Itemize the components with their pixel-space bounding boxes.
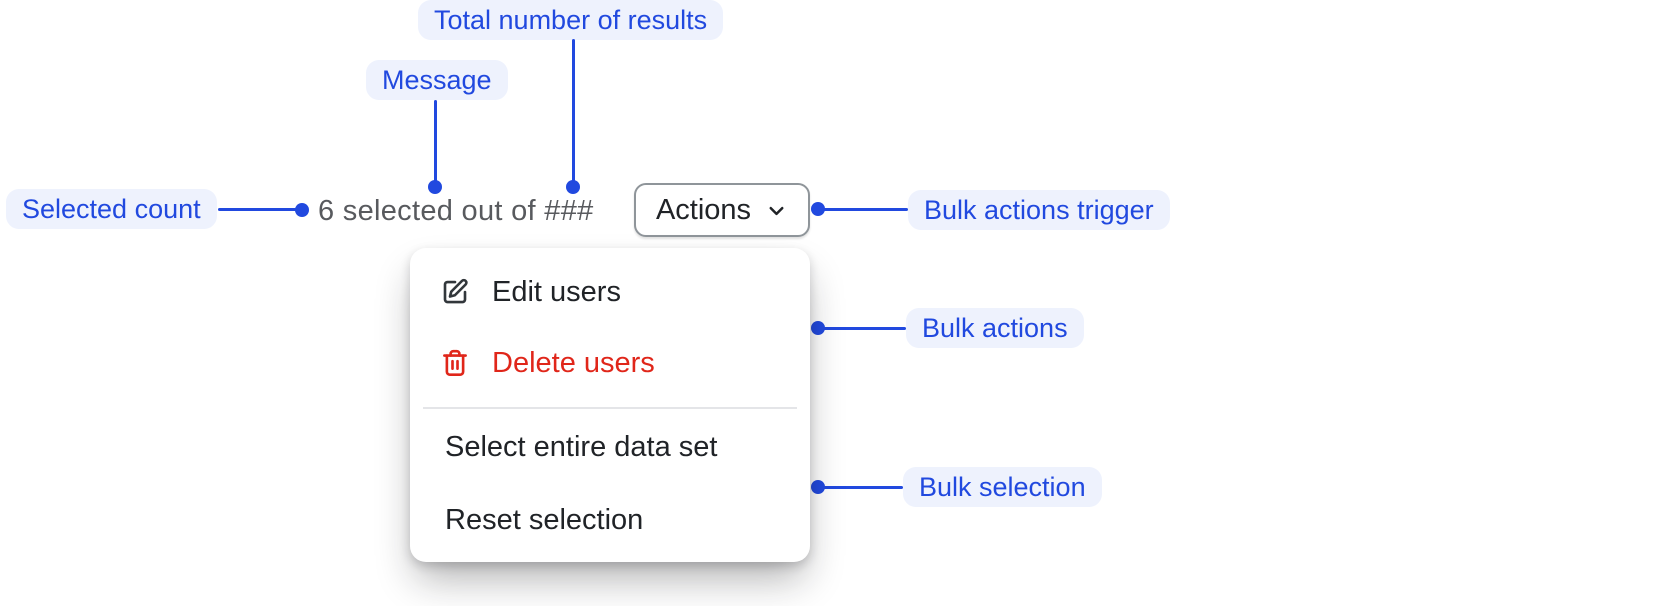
edit-icon bbox=[443, 278, 468, 304]
connector-dot-bulk-actions-trigger bbox=[811, 202, 825, 216]
bulk-actions-trigger-button[interactable]: Actions bbox=[634, 183, 810, 237]
menu-item-label: Edit users bbox=[492, 275, 621, 308]
connector-dot-selected-count bbox=[295, 203, 309, 217]
annotation-label-message: Message bbox=[366, 60, 508, 100]
selection-count-message: 6 selected out of ### bbox=[318, 195, 594, 227]
menu-item-label: Delete users bbox=[492, 346, 655, 379]
connector-line-selected-count bbox=[218, 208, 302, 211]
annotation-label-bulk-selection: Bulk selection bbox=[903, 467, 1102, 507]
menu-item-select-entire-data-set[interactable]: Select entire data set bbox=[410, 417, 810, 477]
connector-line-bulk-actions bbox=[818, 327, 906, 330]
chevron-down-icon bbox=[769, 206, 784, 215]
trash-icon bbox=[443, 349, 467, 376]
connector-dot-bulk-actions bbox=[811, 321, 825, 335]
connector-dot-message bbox=[428, 180, 442, 194]
connector-dot-total-results bbox=[566, 180, 580, 194]
menu-item-label: Reset selection bbox=[445, 503, 644, 536]
menu-item-label: Select entire data set bbox=[445, 430, 718, 463]
bulk-actions-popover: Edit users Delete users Select entire da… bbox=[410, 248, 810, 562]
annotation-label-bulk-actions-trigger: Bulk actions trigger bbox=[908, 190, 1170, 230]
menu-item-reset-selection[interactable]: Reset selection bbox=[410, 490, 810, 550]
connector-line-bulk-actions-trigger bbox=[818, 208, 908, 211]
annotation-label-bulk-actions: Bulk actions bbox=[906, 308, 1084, 348]
connector-line-bulk-selection bbox=[818, 486, 903, 489]
connector-line-message bbox=[434, 100, 437, 187]
menu-divider bbox=[423, 407, 797, 409]
menu-item-edit-users[interactable]: Edit users bbox=[410, 262, 810, 322]
annotation-label-total-number-of-results: Total number of results bbox=[418, 0, 724, 40]
connector-dot-bulk-selection bbox=[811, 480, 825, 494]
connector-line-total-results bbox=[572, 39, 575, 187]
annotation-label-selected-count: Selected count bbox=[6, 189, 217, 229]
menu-item-delete-users[interactable]: Delete users bbox=[410, 333, 810, 393]
actions-button-label: Actions bbox=[655, 193, 752, 226]
